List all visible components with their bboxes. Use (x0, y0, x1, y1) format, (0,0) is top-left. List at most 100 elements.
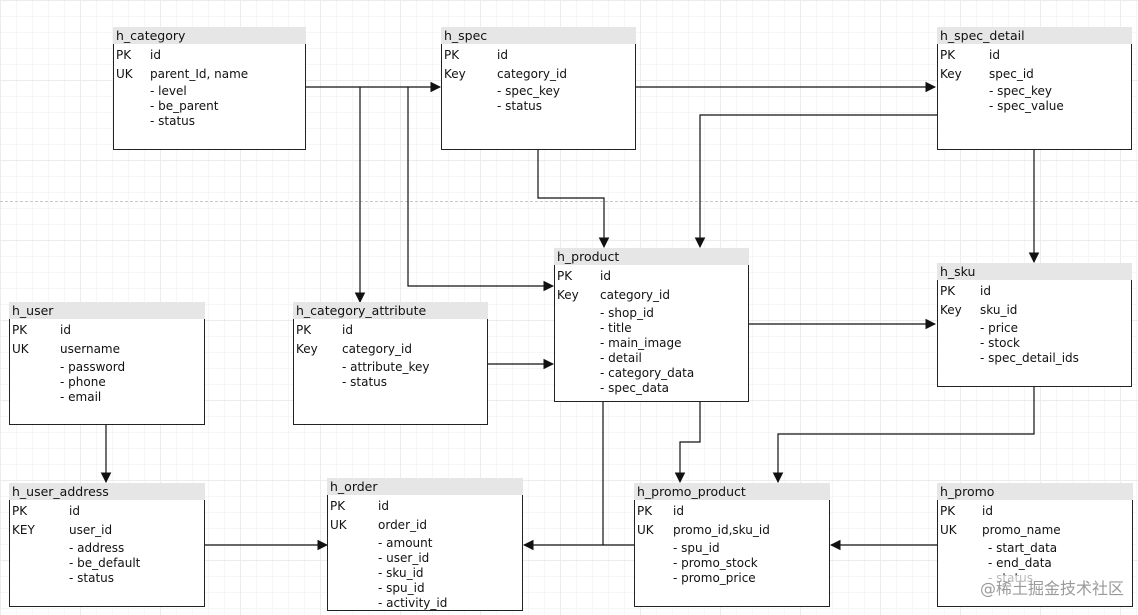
key-label: PK (330, 499, 346, 513)
attribute: - spec_key (989, 84, 1052, 98)
key-field: id (600, 269, 611, 283)
key-label: Key (940, 303, 962, 317)
entity-title: h_category (113, 27, 306, 44)
key-field: id (497, 48, 508, 62)
key-label: PK (12, 323, 28, 337)
key-label: Key (557, 288, 579, 302)
attribute: - promo_stock (673, 556, 758, 570)
attribute: - spu_id (378, 581, 425, 595)
attribute: - status (69, 571, 115, 585)
key-field: id (982, 504, 993, 518)
key-field: id (673, 504, 684, 518)
key-label: KEY (12, 523, 35, 537)
key-field: promo_name (982, 523, 1061, 537)
attribute: - price (980, 321, 1019, 335)
key-field: sku_id (980, 303, 1018, 317)
entity-h-sku[interactable]: h_sku PK id Key sku_id - price - stock - s… (937, 263, 1132, 387)
entity-title: h_user_address (9, 483, 205, 500)
attribute: - main_image (600, 336, 682, 350)
key-label: Key (296, 342, 318, 356)
entity-title: h_spec_detail (937, 27, 1132, 44)
key-field: username (60, 342, 120, 356)
key-field: id (989, 48, 1000, 62)
attribute: - be_default (69, 556, 141, 570)
key-label: UK (330, 518, 347, 532)
attribute: - email (60, 390, 102, 404)
attribute: - status (342, 375, 388, 389)
attribute: - spec_data (600, 381, 670, 395)
attribute: - stock (980, 336, 1020, 350)
key-label: PK (296, 323, 312, 337)
key-field: user_id (69, 523, 113, 537)
attribute: - level (150, 84, 187, 98)
key-field: category_id (600, 288, 670, 302)
attribute: - spec_key (497, 84, 560, 98)
key-label: PK (12, 504, 28, 518)
attribute: - status (497, 99, 543, 113)
connector-sku-to-promo-product (772, 387, 1035, 484)
attribute: - title (600, 321, 632, 335)
key-field: category_id (342, 342, 412, 356)
key-field: id (69, 504, 80, 518)
entity-title: h_category_attribute (293, 302, 488, 319)
attribute: - sku_id (378, 566, 424, 580)
entity-title: h_order (327, 478, 523, 495)
attribute: - amount (378, 536, 433, 550)
page-break-line (0, 201, 1138, 202)
key-label: PK (637, 504, 653, 518)
attribute: - end_data (988, 556, 1052, 570)
key-field: category_id (497, 67, 567, 81)
attribute: - shop_id (600, 306, 654, 320)
key-field: promo_id,sku_id (673, 523, 770, 537)
attribute: - spec_value (989, 99, 1064, 113)
attribute: - category_data (600, 366, 695, 380)
entity-title: h_product (554, 248, 749, 265)
attribute: - phone (60, 375, 106, 389)
entity-h-user[interactable]: h_user PK id UK username - password - phon… (9, 302, 205, 425)
attribute: - detail (600, 351, 642, 365)
attribute: - be_parent (150, 99, 219, 113)
attribute: - start_data (988, 541, 1058, 555)
attribute: - activity_id (378, 596, 448, 610)
key-field: id (342, 323, 353, 337)
attribute: - address (69, 541, 125, 555)
attribute: - promo_price (673, 571, 756, 585)
key-field: order_id (378, 518, 427, 532)
entity-h-user-address[interactable]: h_user_address PK id KEY user_id - address… (9, 483, 205, 607)
key-field: id (980, 284, 991, 298)
key-field: parent_Id, name (150, 67, 249, 81)
key-label: UK (116, 67, 133, 81)
key-field: id (60, 323, 71, 337)
key-label: UK (12, 342, 29, 356)
entity-title: h_sku (937, 263, 1132, 280)
entity-h-category-attribute[interactable]: h_category_attribute PK id Key category_id… (293, 302, 488, 425)
key-label: PK (940, 504, 956, 518)
entity-title: h_promo (937, 483, 1133, 500)
key-label: UK (637, 523, 654, 537)
key-label: PK (444, 48, 460, 62)
attribute: - password (60, 360, 126, 374)
watermark-text: @稀土掘金技术社区 (979, 575, 1124, 599)
key-label: PK (940, 284, 956, 298)
connector-spec-to-product (537, 150, 610, 249)
key-field: spec_id (989, 67, 1034, 81)
attribute: - spec_detail_ids (980, 351, 1079, 365)
entity-h-promo-product[interactable]: h_promo_product PK id UK promo_id,sku_id -… (634, 483, 830, 607)
key-label: Key (940, 67, 962, 81)
connector-category-to-product (407, 87, 555, 292)
attribute: - spu_id (673, 541, 720, 555)
entity-title: h_spec (441, 27, 636, 44)
attribute: - status (150, 114, 196, 128)
attribute: - attribute_key (342, 360, 430, 374)
key-field: id (378, 499, 389, 513)
entity-title: h_user (9, 302, 205, 319)
key-label: PK (557, 269, 573, 283)
key-label: PK (116, 48, 132, 62)
entity-title: h_promo_product (634, 483, 830, 500)
